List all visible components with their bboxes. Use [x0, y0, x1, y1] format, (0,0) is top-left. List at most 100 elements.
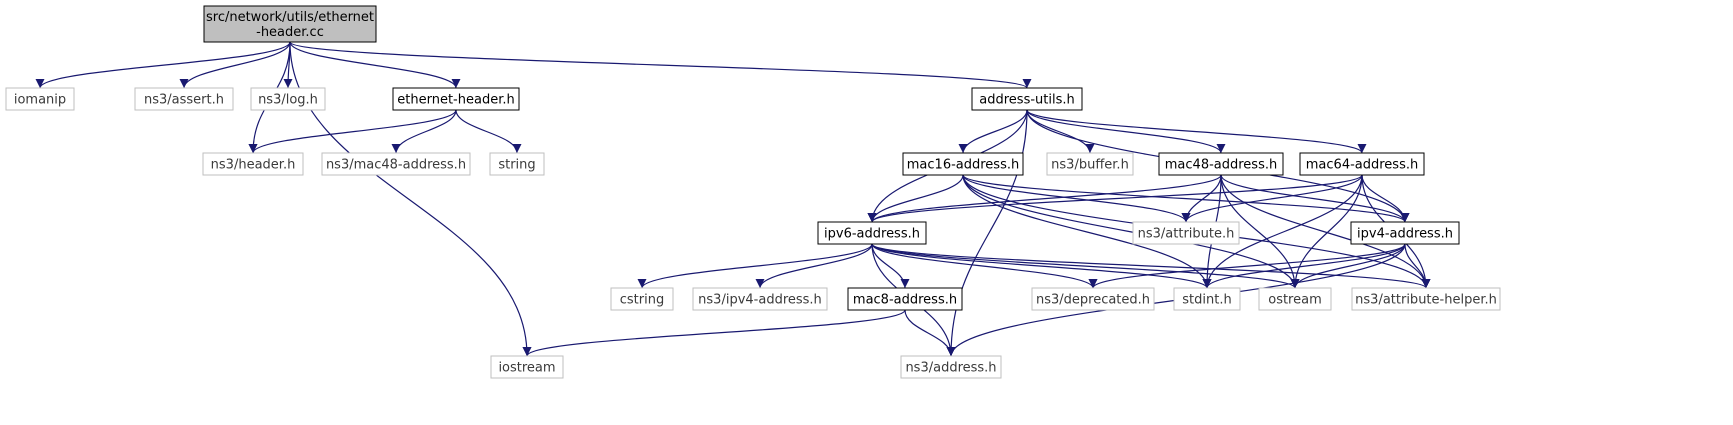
edge-ipv4-to-ns3-attr-helper [1404, 243, 1431, 289]
node-box [490, 355, 564, 379]
node-ns3-assert[interactable]: ns3/assert.h [134, 87, 234, 111]
edge-mac64-to-ostream [1290, 174, 1363, 289]
node-box [610, 287, 674, 311]
node-label: ns3/assert.h [144, 93, 224, 108]
node-box [1173, 287, 1241, 311]
node-ethernet-header-h[interactable]: ethernet-header.h [392, 87, 520, 111]
node-stdint[interactable]: stdint.h [1173, 287, 1241, 311]
node-box [1299, 152, 1425, 176]
node-ns3-log[interactable]: ns3/log.h [250, 87, 326, 111]
node-label: src/network/utils/ethernet [206, 10, 374, 25]
node-box [1132, 221, 1240, 245]
node-mac8[interactable]: mac8-address.h [847, 287, 963, 311]
edge-address-utils-to-mac48 [1026, 109, 1226, 154]
edge-ipv6-to-mac8 [871, 243, 910, 289]
edge-mac64-to-ipv4 [1361, 174, 1410, 223]
node-ipv4[interactable]: ipv4-address.h [1350, 221, 1460, 245]
node-label: ns3/attribute-helper.h [1355, 293, 1497, 308]
node-label: mac48-address.h [1165, 158, 1277, 173]
node-iostream[interactable]: iostream [490, 355, 564, 379]
node-box [817, 221, 927, 245]
node-label: ns3/address.h [905, 361, 996, 376]
edge-ipv6-to-ns3-ipv4 [755, 243, 873, 289]
node-box [1351, 287, 1501, 311]
edge-ipv6-to-stdint [871, 243, 1212, 289]
edge-ipv6-to-cstring [637, 243, 873, 289]
node-address-utils[interactable]: address-utils.h [971, 87, 1083, 111]
edge-ipv4-to-ns3-deprecated [1088, 243, 1406, 289]
node-label: address-utils.h [979, 93, 1074, 108]
node-cstring[interactable]: cstring [610, 287, 674, 311]
edge-mac16-to-ipv4 [962, 174, 1410, 223]
edge-mac8-to-iostream [522, 309, 906, 357]
edge-mac48-to-ns3-attr-helper [1220, 174, 1431, 289]
edge-ethernet-header-h-to-string [455, 109, 522, 154]
node-box [1158, 152, 1284, 176]
node-ns3-buffer[interactable]: ns3/buffer.h [1046, 152, 1134, 176]
node-label: mac8-address.h [853, 293, 957, 308]
node-box [900, 355, 1002, 379]
edge-ipv4-to-ostream [1290, 243, 1406, 289]
edge-root-to-ethernet-header-h [289, 41, 461, 89]
node-ostream[interactable]: ostream [1258, 287, 1332, 311]
edge-mac8-to-ns3-address [904, 309, 956, 357]
node-box [134, 87, 234, 111]
node-ipv6[interactable]: ipv6-address.h [817, 221, 927, 245]
node-mac64[interactable]: mac64-address.h [1299, 152, 1425, 176]
node-box [971, 87, 1083, 111]
node-label: ipv4-address.h [1357, 227, 1453, 242]
node-label: cstring [620, 293, 664, 308]
node-label: iomanip [14, 93, 66, 108]
node-box [692, 287, 828, 311]
edge-mac48-to-ostream [1220, 174, 1300, 289]
node-label: ns3/buffer.h [1051, 158, 1129, 173]
node-root[interactable]: src/network/utils/ethernet-header.cc [203, 5, 377, 43]
node-box [5, 87, 75, 111]
node-label: ns3/attribute.h [1138, 227, 1235, 242]
node-label: ns3/header.h [211, 158, 296, 173]
edge-ipv6-to-ns3-attr-helper [871, 243, 1431, 289]
edge-mac64-to-ipv6 [867, 174, 1363, 223]
node-iomanip[interactable]: iomanip [5, 87, 75, 111]
node-mac48[interactable]: mac48-address.h [1158, 152, 1284, 176]
edge-mac64-to-stdint [1202, 174, 1363, 289]
node-ns3-deprecated[interactable]: ns3/deprecated.h [1031, 287, 1155, 311]
node-label: ns3/ipv4-address.h [698, 293, 822, 308]
node-mac16[interactable]: mac16-address.h [902, 152, 1024, 176]
node-label: mac16-address.h [907, 158, 1019, 173]
edge-root-to-ns3-assert [179, 41, 291, 89]
node-label: ns3/mac48-address.h [326, 158, 466, 173]
node-ns3-attr-helper[interactable]: ns3/attribute-helper.h [1351, 287, 1501, 311]
node-box [902, 152, 1024, 176]
node-box [489, 152, 545, 176]
node-label: -header.cc [256, 25, 324, 40]
node-label: string [498, 158, 535, 173]
node-label: mac64-address.h [1306, 158, 1418, 173]
edge-ipv6-to-ns3-deprecated [871, 243, 1098, 289]
node-label: ns3/deprecated.h [1036, 293, 1150, 308]
node-ns3-mac48[interactable]: ns3/mac48-address.h [321, 152, 471, 176]
edge-address-utils-to-mac16 [958, 109, 1028, 154]
node-box [250, 87, 326, 111]
node-label: ethernet-header.h [397, 93, 514, 108]
edge-ipv4-to-stdint [1202, 243, 1406, 289]
node-label: ostream [1268, 293, 1322, 308]
edge-address-utils-to-ns3-address [946, 109, 1028, 357]
edge-address-utils-to-mac64 [1026, 109, 1367, 154]
edge-ethernet-header-h-to-ns3-mac48 [391, 109, 457, 154]
edge-root-to-iomanip [35, 41, 291, 89]
edge-ipv6-to-ostream [871, 243, 1300, 289]
edge-ethernet-header-h-to-ns3-header [248, 109, 457, 154]
node-ns3-attribute[interactable]: ns3/attribute.h [1132, 221, 1240, 245]
node-box [847, 287, 963, 311]
node-string[interactable]: string [489, 152, 545, 176]
node-ns3-address[interactable]: ns3/address.h [900, 355, 1002, 379]
edge-mac48-to-ipv4 [1220, 174, 1410, 223]
edge-mac64-to-ns3-attribute [1181, 174, 1363, 223]
node-box [1046, 152, 1134, 176]
node-ns3-header[interactable]: ns3/header.h [202, 152, 304, 176]
node-ns3-ipv4[interactable]: ns3/ipv4-address.h [692, 287, 828, 311]
node-label: iostream [498, 361, 555, 376]
node-label: ipv6-address.h [824, 227, 920, 242]
